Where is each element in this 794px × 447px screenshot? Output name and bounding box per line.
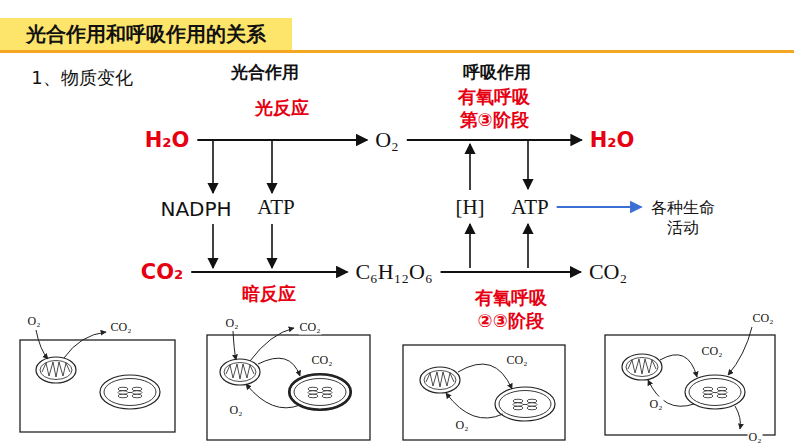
term-text: O₂ <box>375 126 399 154</box>
drawing-ellipse <box>289 374 351 410</box>
gas-label: O₂ <box>225 316 240 331</box>
term-node: O₂ <box>371 124 403 156</box>
drawing-rect <box>20 340 175 432</box>
term-node: H₂O <box>141 125 194 155</box>
term-text: CO₂ <box>589 258 627 286</box>
gas-label: O₂ <box>27 314 42 329</box>
drawing-use <box>100 375 160 409</box>
drawing-line <box>469 144 471 190</box>
term-text: [H] <box>455 194 484 220</box>
gas-label: O₂ <box>649 397 664 412</box>
reaction-label: 暗反应 <box>240 283 298 306</box>
term-text: H₂O <box>145 127 190 153</box>
drawing-g <box>233 328 300 408</box>
drawing-rect <box>605 335 775 435</box>
drawing-path <box>246 384 300 408</box>
drawing-use <box>420 367 460 393</box>
slide-title: 光合作用和呼吸作用的关系 <box>26 21 266 48</box>
term-node: [H] <box>451 192 488 222</box>
gas-label: O₂ <box>748 430 763 445</box>
term-text: ATP <box>257 194 294 220</box>
term-node: ATP <box>507 192 552 222</box>
reaction-label: 光反应 <box>253 97 311 120</box>
drawing-g <box>446 364 512 418</box>
drawing-path <box>64 332 106 358</box>
drawing-g <box>213 141 528 268</box>
drawing-path <box>233 331 236 360</box>
section-heading: 1、物质变化 <box>30 66 133 90</box>
drawing-use <box>622 354 662 380</box>
reaction-arrow <box>197 139 367 141</box>
drawing-use <box>290 375 350 409</box>
gas-label: O₂ <box>229 403 244 418</box>
drawing-line <box>527 141 529 189</box>
reaction-arrow <box>407 139 582 141</box>
drawing-use <box>36 357 76 383</box>
reaction-label: 有氧呼吸 ②③阶段 <box>467 287 554 332</box>
drawing-rect <box>403 345 565 440</box>
term-text: NADPH <box>160 197 231 222</box>
drawing-line <box>469 224 471 268</box>
gas-label: CO₂ <box>299 320 322 335</box>
drawing-path <box>660 355 697 377</box>
drawing-use <box>685 375 745 409</box>
gas-label: CO₂ <box>311 353 334 368</box>
drawing-line <box>271 224 273 268</box>
term-text: H₂O <box>590 127 635 153</box>
term-node: 各种生命活动 <box>645 196 720 240</box>
term-node: C₆H₁₂O₆ <box>351 256 436 288</box>
term-text: ATP <box>511 194 548 220</box>
drawing-rect <box>207 335 370 440</box>
drawing-use <box>495 387 555 421</box>
column-heading: 光合作用 <box>230 61 300 84</box>
drawing-path <box>458 364 512 389</box>
drawing-path <box>258 358 300 376</box>
term-node: CO₂ <box>137 257 187 287</box>
term-node: CO₂ <box>585 256 631 288</box>
drawing-path <box>735 406 740 429</box>
drawing-rect <box>0 18 292 50</box>
drawing-line <box>527 224 529 268</box>
term-text: CO₂ <box>141 259 183 285</box>
drawing-line <box>212 224 214 268</box>
reaction-label: 有氧呼吸 第③阶段 <box>451 86 538 131</box>
gas-label: O₂ <box>455 418 470 433</box>
gas-label: CO₂ <box>752 311 775 326</box>
term-text: C₆H₁₂O₆ <box>355 258 432 286</box>
drawing-use <box>220 359 260 385</box>
term-node: ATP <box>253 192 298 222</box>
gas-label: CO₂ <box>701 344 724 359</box>
term-text: 各种生命活动 <box>649 198 716 238</box>
drawing-g <box>36 330 106 359</box>
term-node: H₂O <box>586 125 639 155</box>
drawing-line <box>212 141 214 193</box>
drawing-g <box>648 327 752 429</box>
drawing-path <box>36 330 48 359</box>
drawing-rect <box>0 50 794 53</box>
drawing-path <box>250 328 294 361</box>
gas-label: CO₂ <box>110 320 133 335</box>
gas-label: CO₂ <box>506 353 529 368</box>
column-heading: 呼吸作用 <box>462 61 532 84</box>
reaction-arrow <box>191 271 347 273</box>
drawing-path <box>728 327 752 375</box>
drawing-path <box>446 393 503 418</box>
reaction-arrow <box>557 206 642 208</box>
reaction-arrow <box>441 271 581 273</box>
term-node: NADPH <box>156 195 235 224</box>
drawing-line <box>271 141 273 193</box>
